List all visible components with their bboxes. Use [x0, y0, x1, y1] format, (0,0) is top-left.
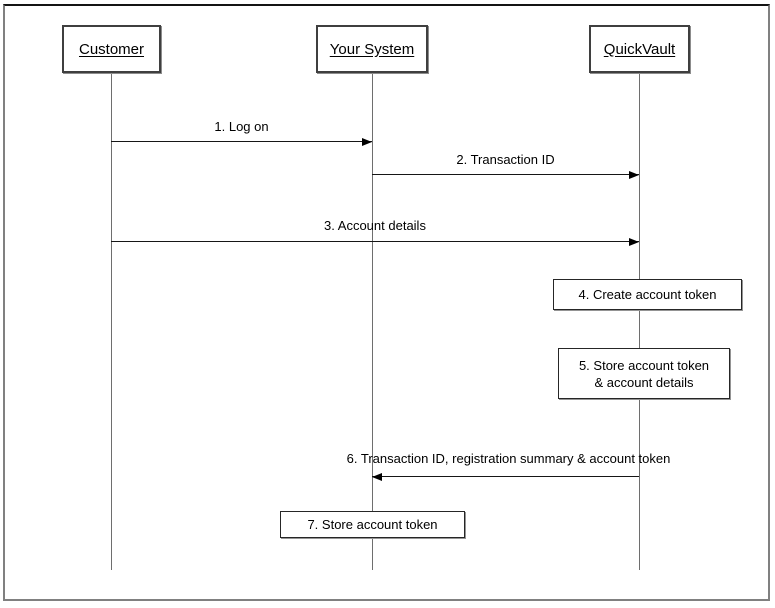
message-2-arrow	[372, 171, 639, 179]
message-3-arrow	[111, 238, 639, 246]
actor-your-system-label: Your System	[329, 40, 415, 58]
actor-quickvault: QuickVault	[589, 25, 690, 73]
lifeline-customer	[111, 72, 112, 570]
message-1-label: 1. Log on	[214, 119, 269, 134]
action-4-label: 4. Create account token	[578, 287, 717, 302]
arrowhead-right-icon	[362, 138, 372, 146]
message-2-label: 2. Transaction ID	[456, 152, 555, 167]
message-1-arrow	[111, 138, 372, 146]
message-6-label: 6. Transaction ID, registration summary …	[346, 451, 671, 466]
actor-customer-label: Customer	[78, 40, 145, 58]
message-6-arrow	[372, 473, 639, 481]
action-7-label: 7. Store account token	[307, 517, 438, 532]
arrowhead-right-icon	[629, 238, 639, 246]
action-7-box: 7. Store account token	[280, 511, 465, 538]
action-5-box: 5. Store account token & account details	[558, 348, 730, 399]
action-5-label-line-1: 5. Store account token	[578, 357, 710, 373]
actor-your-system: Your System	[316, 25, 428, 73]
lifeline-your-system	[372, 72, 373, 570]
actor-quickvault-label: QuickVault	[603, 40, 676, 58]
lifeline-quickvault	[639, 72, 640, 570]
actor-customer: Customer	[62, 25, 161, 73]
arrowhead-left-icon	[372, 473, 382, 481]
arrowhead-right-icon	[629, 171, 639, 179]
message-3-label: 3. Account details	[324, 218, 426, 233]
action-5-label-line-2: & account details	[594, 374, 694, 390]
action-4-box: 4. Create account token	[553, 279, 742, 310]
